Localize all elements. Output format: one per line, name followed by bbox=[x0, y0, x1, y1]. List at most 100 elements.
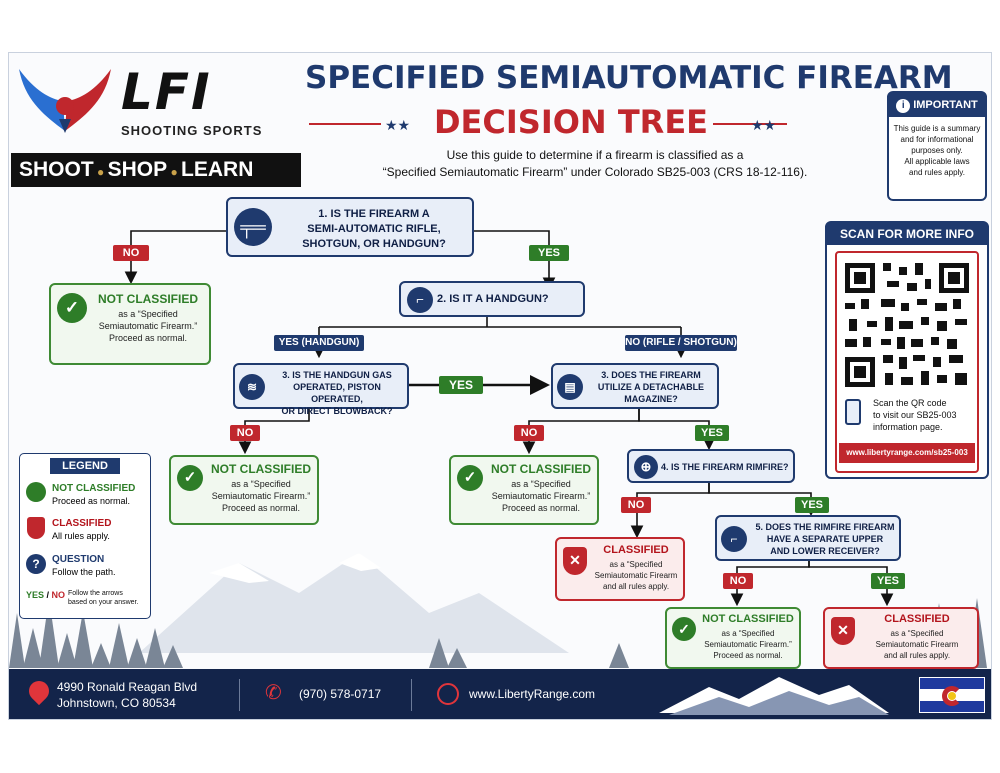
q3-line: 3. IS THE HANDGUN GAS bbox=[282, 370, 392, 380]
question-4: ⊕ 4. IS THE FIREARM RIMFIRE? bbox=[627, 449, 795, 483]
result-line: and all rules apply. bbox=[602, 582, 670, 591]
important-heading: IMPORTANT bbox=[913, 99, 978, 111]
svg-text:★★: ★★ bbox=[751, 118, 776, 134]
footer: 4990 Ronald Reagan Blvd Johnstown, CO 80… bbox=[9, 669, 991, 719]
website-link[interactable]: www.LibertyRange.com bbox=[469, 687, 596, 701]
colorado-flag-icon bbox=[919, 677, 985, 713]
q1-line: SEMI-AUTOMATIC RIFLE, bbox=[307, 223, 441, 235]
legend-yes-no-desc: Follow the arrows bbox=[68, 590, 123, 597]
svg-text:★★: ★★ bbox=[385, 118, 410, 134]
q4-yes-label: YES bbox=[795, 497, 829, 513]
q5-line: HAVE A SEPARATE UPPER bbox=[766, 534, 884, 544]
result-title: CLASSIFIED bbox=[884, 613, 950, 625]
result-classified-1: ✕ CLASSIFIED as a “Specified Semiautomat… bbox=[555, 537, 685, 601]
result-not-classified-4: ✓ NOT CLASSIFIED as a “Specified Semiaut… bbox=[665, 607, 801, 669]
result-line: Semiautomatic Firearm.” bbox=[211, 491, 311, 501]
logo-subtitle: SHOOTING SPORTS bbox=[121, 123, 263, 138]
result-title: NOT CLASSIFIED bbox=[97, 292, 198, 306]
handgun-icon: ⌐ bbox=[407, 287, 433, 313]
shield-x-icon: ✕ bbox=[831, 617, 855, 645]
result-classified-2: ✕ CLASSIFIED as a “Specified Semiautomat… bbox=[823, 607, 979, 669]
important-line: This guide is a summary bbox=[893, 124, 981, 133]
question-icon: ? bbox=[26, 554, 46, 574]
logo-wordmark: LFI bbox=[121, 63, 212, 121]
intro-line2: “Specified Semiautomatic Firearm” under … bbox=[382, 165, 808, 179]
eagle-logo-icon bbox=[19, 69, 111, 133]
brand-block: LFI SHOOTING SPORTS SHOOT ● SHOP ● LEARN bbox=[11, 59, 301, 189]
qr-text-line: Scan the QR code bbox=[873, 398, 947, 408]
result-title: CLASSIFIED bbox=[603, 544, 669, 556]
question-1: ╤═ 1. IS THE FIREARM A SEMI-AUTOMATIC RI… bbox=[226, 197, 474, 257]
q1-no-label: NO bbox=[113, 245, 149, 261]
result-title: NOT CLASSIFIED bbox=[702, 613, 794, 625]
q3b-line: UTILIZE A DETACHABLE bbox=[597, 382, 705, 392]
footer-mountains bbox=[659, 677, 889, 715]
result-line: Proceed as normal. bbox=[108, 333, 188, 343]
result-line: Semiautomatic Firearm bbox=[875, 640, 959, 649]
legend-item-desc: Follow the path. bbox=[52, 567, 116, 577]
address-line2: Johnstown, CO 80534 bbox=[57, 696, 176, 710]
intro-text: Use this guide to determine if a firearm… bbox=[305, 147, 885, 181]
qr-text-line: to visit our SB25-003 bbox=[873, 410, 957, 420]
q3-handgun-no-label: NO bbox=[230, 425, 260, 441]
qr-text: Scan the QR code to visit our SB25-003 i… bbox=[873, 397, 977, 433]
q5-line: 5. DOES THE RIMFIRE FIREARM bbox=[755, 522, 895, 532]
question-3-handgun: ≋ 3. IS THE HANDGUN GAS OPERATED, PISTON… bbox=[233, 363, 409, 416]
location-pin-icon bbox=[24, 676, 54, 706]
result-line: as a “Specified bbox=[721, 629, 775, 638]
q3-rifle-yes-label: YES bbox=[695, 425, 729, 441]
result-line: Semiautomatic Firearm.” bbox=[98, 321, 198, 331]
qr-code-frame: Scan the QR code to visit our SB25-003 i… bbox=[835, 251, 979, 473]
result-line: as a “Specified bbox=[511, 479, 571, 489]
qr-panel: SCAN FOR MORE INFO bbox=[825, 221, 989, 479]
q5-yes-label: YES bbox=[871, 573, 905, 589]
phone-number[interactable]: (970) 578-0717 bbox=[299, 687, 382, 701]
shield-x-icon bbox=[27, 517, 45, 539]
magazine-icon: ▤ bbox=[557, 374, 583, 400]
shield-x-icon: ✕ bbox=[563, 547, 587, 575]
result-not-classified-2: ✓ NOT CLASSIFIED as a “Specified Semiaut… bbox=[169, 455, 319, 525]
result-not-classified-3: ✓ NOT CLASSIFIED as a “Specified Semiaut… bbox=[449, 455, 599, 525]
background-art: ★★ ★★ bbox=[9, 118, 987, 668]
check-icon: ✓ bbox=[457, 465, 483, 491]
globe-icon bbox=[437, 683, 459, 705]
result-line: Proceed as normal. bbox=[501, 503, 581, 513]
result-title: NOT CLASSIFIED bbox=[490, 462, 591, 476]
result-not-classified-1: ✓ NOT CLASSIFIED as a “Specified Semiaut… bbox=[49, 283, 211, 365]
q3-rifle-no-label: NO bbox=[514, 425, 544, 441]
target-icon: ⊕ bbox=[634, 455, 658, 479]
q1-line: SHOTGUN, OR HANDGUN? bbox=[302, 238, 446, 250]
tagline-bar: SHOOT ● SHOP ● LEARN bbox=[11, 153, 301, 187]
q3b-line: 3. DOES THE FIREARM bbox=[601, 370, 701, 380]
rifle-icon: ╤═ bbox=[234, 208, 272, 246]
important-line: and for informational bbox=[900, 135, 974, 144]
info-icon: i bbox=[896, 99, 911, 113]
legend-item-desc: All rules apply. bbox=[52, 531, 110, 541]
check-icon bbox=[26, 482, 46, 502]
q2-yes-handgun-label: YES (HANDGUN) bbox=[274, 335, 364, 351]
question-3-rifle: ▤ 3. DOES THE FIREARM UTILIZE A DETACHAB… bbox=[551, 363, 719, 409]
tagline-shoot: SHOOT bbox=[19, 158, 94, 181]
legend-item-desc: Proceed as normal. bbox=[52, 496, 131, 506]
q2-no-rifle-label: NO (RIFLE / SHOTGUN) bbox=[625, 335, 737, 351]
result-line: Semiautomatic Firearm.” bbox=[704, 640, 792, 649]
legend-item-title: NOT CLASSIFIED bbox=[52, 483, 136, 494]
qr-url-link[interactable]: www.libertyrange.com/sb25-003 bbox=[839, 443, 975, 463]
q5-no-label: NO bbox=[723, 573, 753, 589]
q4-text: 4. IS THE FIREARM RIMFIRE? bbox=[661, 462, 789, 472]
receiver-icon: ⌐ bbox=[721, 526, 747, 552]
question-5: ⌐ 5. DOES THE RIMFIRE FIREARM HAVE A SEP… bbox=[715, 515, 901, 561]
result-line: Semiautomatic Firearm.” bbox=[491, 491, 591, 501]
tagline-shop: SHOP bbox=[107, 158, 168, 181]
qr-heading: SCAN FOR MORE INFO bbox=[827, 223, 987, 245]
intro-line1: Use this guide to determine if a firearm… bbox=[446, 148, 744, 162]
q3-yes-label: YES bbox=[439, 376, 483, 394]
important-line: and rules apply. bbox=[909, 168, 965, 177]
phone-icon: ✆ bbox=[265, 682, 282, 704]
q2-text: 2. IS IT A HANDGUN? bbox=[437, 293, 549, 305]
title-line2: DECISION TREE bbox=[433, 103, 709, 141]
result-line: as a “Specified bbox=[118, 309, 178, 319]
qr-code-icon[interactable] bbox=[841, 259, 973, 391]
